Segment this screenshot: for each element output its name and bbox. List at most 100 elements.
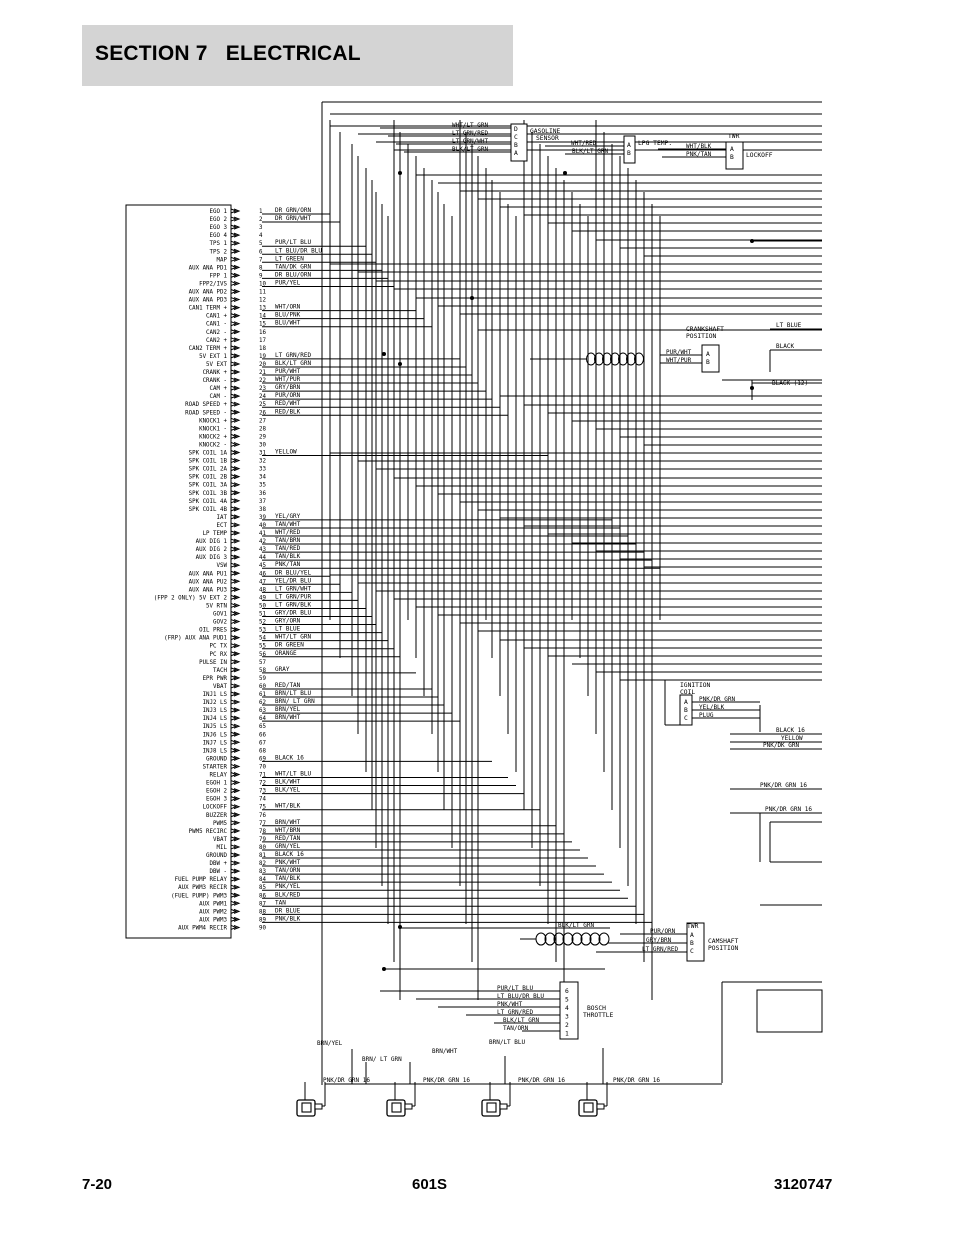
pin-arrow — [233, 763, 241, 769]
ecm-pin-number: 71 — [259, 773, 266, 779]
injector-body — [296, 1099, 316, 1117]
pin-arrow — [233, 852, 241, 858]
pin-arrow — [233, 385, 241, 391]
ecm-wire-label: LT GRN/BLK — [275, 601, 312, 608]
ecm-pin-name: LP TEMP — [203, 531, 228, 537]
twisted-pair-loop — [634, 352, 644, 366]
ecm-pin-name: GROUND — [206, 756, 227, 762]
ecm-pin-name: AUX DIG 1 — [196, 539, 228, 545]
ecm-pin-number: 84 — [259, 877, 266, 883]
pin-arrow — [230, 876, 238, 882]
crankshaft-wire-label: WHT/PUR — [666, 357, 692, 364]
pin-arrow — [233, 602, 241, 608]
pin-arrow — [230, 248, 238, 254]
ecm-pin-number: 3 — [259, 225, 263, 231]
throttle-wire-label: TAN/ORN — [503, 1025, 529, 1032]
twisted-pair-loop — [589, 932, 601, 946]
pin-arrow — [230, 900, 238, 906]
pin-arrow — [230, 715, 238, 721]
ecm-pin-name: SPK COIL 2B — [189, 475, 228, 481]
pin-arrow — [233, 924, 241, 930]
camshaft-header: TWR — [687, 923, 699, 930]
pin-arrow — [233, 683, 241, 689]
ecm-pin-name: RELAY — [210, 773, 228, 779]
ecm-wire-label: BRN/ LT GRN — [275, 698, 315, 705]
ecm-wire-label: YEL/DR BLU — [275, 577, 312, 584]
ecm-pin-name: SPK COIL 4A — [189, 499, 228, 505]
ecm-wire-label: ORANGE — [275, 650, 297, 657]
pin-arrow — [230, 232, 238, 238]
pin-arrow — [230, 908, 238, 914]
ecm-pin-number: 57 — [259, 660, 266, 666]
document-number: 3120747 — [774, 1176, 833, 1193]
pin-arrow — [230, 369, 238, 375]
ecm-wire-label: DR BLUE — [275, 907, 301, 914]
ecm-wire-label: TAN/BLK — [275, 875, 301, 882]
injector-tab — [314, 1103, 323, 1110]
ecm-wire-label: WHT/LT GRN — [275, 634, 312, 641]
ecm-pin-name: TACH — [213, 668, 227, 674]
pin-arrow — [230, 586, 238, 592]
ecm-pin-name: SPK COIL 3B — [189, 491, 228, 497]
pin-arrow — [230, 514, 238, 520]
ecm-block — [125, 204, 232, 939]
ecm-pin-number: 66 — [259, 732, 266, 738]
pin-arrow — [233, 538, 241, 544]
injector-port — [486, 1102, 497, 1113]
ecm-pin-number: 89 — [259, 917, 266, 923]
ecm-pin-name: AUX PWM3 — [199, 917, 227, 923]
pin-arrow — [230, 868, 238, 874]
ecm-pin-name: (FUEL PUMP) PWM3 — [171, 893, 227, 899]
ecm-pin-number: 53 — [259, 628, 266, 634]
connector-pin: C — [514, 134, 518, 141]
ecm-pin-number: 8 — [259, 265, 263, 271]
harness-wire — [756, 989, 823, 1033]
injector-body — [386, 1099, 406, 1117]
ecm-pin-number: 22 — [259, 378, 266, 384]
ecm-pin-name: AUX ANA PD2 — [189, 290, 227, 296]
lockoff-wire-label: PNK/TAN — [686, 151, 712, 158]
ecm-pin-number: 12 — [259, 298, 266, 304]
pin-arrow — [230, 651, 238, 657]
ecm-wire-label: LT BLUE — [275, 626, 301, 633]
throttle-connector — [559, 981, 579, 1040]
pin-arrow — [230, 884, 238, 890]
ecm-pin-name: INJ8 LS — [203, 748, 228, 754]
pin-arrow — [233, 892, 241, 898]
ecm-pin-number: 79 — [259, 837, 266, 843]
ecm-pin-name: AUX ANA PD3 — [189, 298, 228, 304]
pin-arrow — [233, 224, 241, 230]
ecm-wire-label: TAN/BRN — [275, 537, 301, 544]
ecm-pin-number: 38 — [259, 507, 266, 513]
pin-arrow — [233, 731, 241, 737]
splice-dot — [750, 386, 754, 390]
ecm-pin-number: 49 — [259, 595, 266, 601]
pin-arrow — [230, 747, 238, 753]
connector-pin: B — [706, 359, 710, 366]
twisted-pair-loop — [610, 352, 620, 366]
pin-arrow — [233, 780, 241, 786]
pin-arrow — [230, 804, 238, 810]
ecm-pin-number: 67 — [259, 740, 266, 746]
connector-pin: A — [706, 351, 710, 358]
splice-dot — [470, 296, 474, 300]
ecm-pin-number: 20 — [259, 362, 266, 368]
ecm-pin-number: 9 — [259, 273, 263, 279]
pin-arrow — [230, 578, 238, 584]
ecm-pin-name: KNOCK1 + — [199, 418, 227, 424]
pin-arrow — [233, 377, 241, 383]
ecm-pin-name: CAN1 - — [206, 322, 227, 328]
injector-power-wire-label: PNK/DR GRN 16 — [518, 1077, 565, 1084]
ecm-pin-name: KNOCK2 - — [199, 442, 227, 448]
ecm-pin-number: 88 — [259, 909, 266, 915]
pin-arrow — [233, 216, 241, 222]
ecm-pin-number: 52 — [259, 620, 266, 626]
injector-power-wire-label: PNK/DR GRN 16 — [323, 1077, 370, 1084]
pin-arrow — [230, 916, 238, 922]
pin-arrow — [233, 353, 241, 359]
ecm-wire-label: WHT/BRN — [275, 827, 301, 834]
pin-arrow — [230, 409, 238, 415]
pin-arrow — [233, 321, 241, 327]
connector-pin: A — [690, 932, 694, 939]
